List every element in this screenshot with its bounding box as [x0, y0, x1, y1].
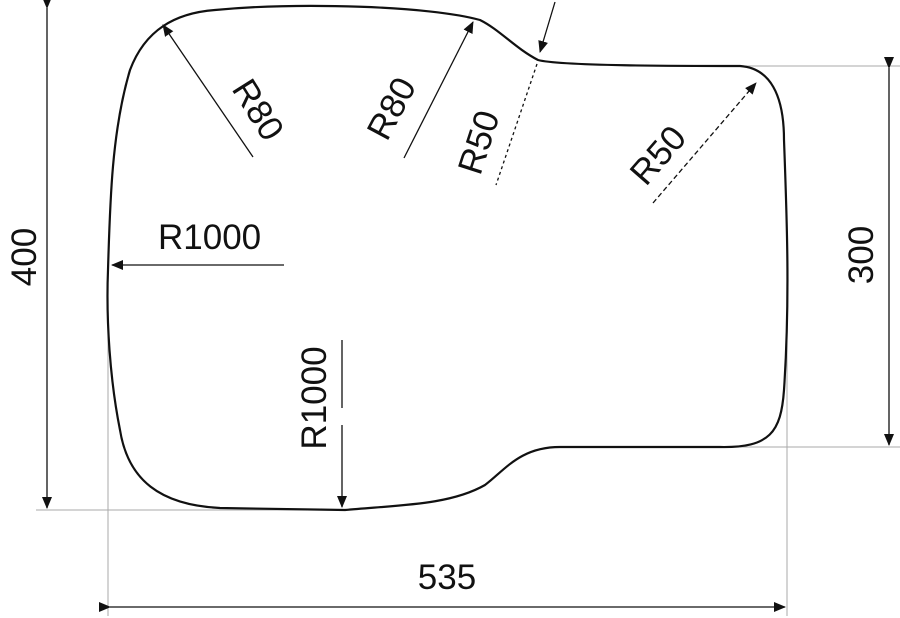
label-height-total: 400	[5, 228, 44, 286]
label-r1000-side: R1000	[158, 218, 261, 257]
radius-leaders	[111, 1, 757, 508]
leader-r80-mid	[403, 21, 474, 159]
label-width: 535	[418, 558, 476, 597]
leader-r50-mid-outer	[538, 1, 556, 53]
leader-r50-right	[652, 82, 757, 204]
dimension-lines	[42, 0, 894, 612]
sink-outline	[106, 4, 789, 512]
label-r50-right: R50	[623, 118, 695, 192]
label-r50-mid: R50	[451, 106, 508, 179]
label-r80-mid: R80	[360, 71, 425, 146]
label-height-right: 300	[842, 226, 881, 284]
label-r80-left: R80	[224, 72, 291, 147]
label-r1000-bottom: R1000	[295, 346, 334, 449]
leader-r80-left	[162, 24, 254, 158]
